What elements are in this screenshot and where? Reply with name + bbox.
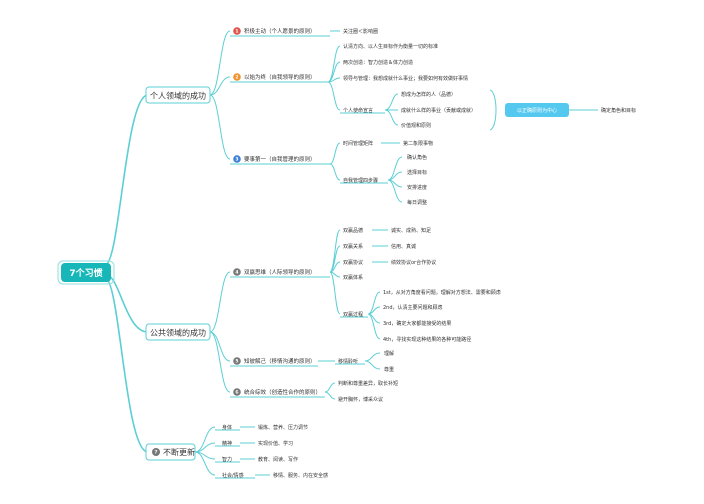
connector-personal-bracket (209, 30, 231, 160)
habit2-label: 以始为终（自我领导的原则） (244, 73, 316, 81)
root-label: 7个习惯 (69, 267, 102, 279)
mission-brace (489, 89, 497, 131)
habit3-steps-label: 自我管理四步骤 (343, 177, 378, 184)
connector-habit3-children (329, 142, 341, 181)
badge-habit6 (233, 388, 241, 396)
branch-personal-node[interactable] (145, 86, 211, 104)
habit7-item-2-detail: 实现价值、学习 (258, 440, 293, 447)
habit3-label: 要事第一（自我管理的原则） (244, 155, 316, 163)
connector-habit4-children (329, 229, 341, 315)
mission-item-2: 成就什么样的事业（贡献或成就） (401, 107, 476, 114)
habit4-item-1-detail: 诚实、成熟、知足 (391, 227, 431, 234)
connector-public-bracket (209, 271, 231, 393)
habit4-item-3: 双赢协议 (343, 259, 363, 266)
habit7-item-1-detail: 锻炼、营养、压力调节 (258, 424, 308, 431)
habit4-process-3: 3rd，确定大家都能接受的结果 (383, 320, 451, 327)
habit4-item-3-detail: 绩效协议or合作协议 (391, 259, 436, 266)
callout-center[interactable] (505, 103, 569, 117)
connector-process-steps (367, 291, 381, 340)
habit7-item-4: 社会/情感 (222, 472, 244, 479)
branch-public-label: 公共领域的成功 (150, 328, 206, 338)
habit4-item-4: 双赢体系 (343, 274, 363, 281)
connector-mission-children (384, 93, 399, 126)
callout-center-label: 以正确原则为中心 (517, 107, 557, 114)
connector-habit2-children (327, 45, 341, 111)
badge-habit5 (233, 357, 241, 365)
habit3-time: 时间管理矩阵 (343, 140, 373, 147)
badge-habit1 (233, 27, 241, 35)
habit4-item-2: 双赢关系 (343, 243, 363, 250)
habit4-process-2: 2nd，认清主要问题和顾虑 (383, 304, 443, 311)
habit3-step-2: 选择目标 (407, 169, 427, 176)
root-node[interactable] (61, 263, 111, 282)
root-node-border (57, 260, 115, 285)
branch-personal-label: 个人领域的成功 (150, 91, 206, 101)
habit1-child: 关注圈＜影响圈 (343, 28, 378, 35)
badge-habit2-num: 2 (235, 75, 238, 81)
habit4-process-label: 双赢过程 (343, 311, 363, 318)
habit4-item-2-detail: 信用、真诚 (391, 243, 416, 250)
connector-listen-children (364, 352, 381, 370)
habit2-result: 确定角色和目标 (601, 107, 636, 114)
habit6-child-1: 判断和尊重差异，取长补短 (338, 380, 398, 387)
habit5-listen: 移情聆听 (338, 358, 358, 365)
habit2-child-3: 领导与管理：我想成就什么事业；我要如何有效做好事情 (343, 75, 468, 82)
badge-habit4-num: 4 (235, 270, 238, 276)
branch-renew-node[interactable] (145, 443, 196, 461)
mission-item-1: 想成为怎样的人（品德） (401, 91, 456, 98)
habit7-item-1: 身体 (222, 424, 232, 431)
badge-habit4 (233, 268, 241, 276)
connector-steps (387, 156, 403, 203)
habit5-label: 知彼解己（移情沟通的原则） (244, 357, 316, 365)
habit5-child-2: 尊重 (384, 366, 394, 373)
habit7-item-3-detail: 教育、阅读、写作 (258, 456, 298, 463)
badge-habit3 (233, 155, 241, 163)
habit4-process-4: 4th，寻找实现这种结果的各种可能路径 (383, 336, 471, 343)
habit3-quadrant: 第二象限事物 (403, 140, 433, 147)
badge-habit2 (233, 73, 241, 81)
habit4-process-1: 1st，从对方角度看问题，理解对方想法、需要和顾虑 (383, 289, 501, 296)
badge-habit7-num: 7 (154, 450, 157, 456)
connector-renew-children (194, 426, 216, 476)
badge-habit7 (152, 448, 160, 456)
badge-habit5-num: 5 (235, 359, 238, 365)
mission-item-3: 价值观和原则 (401, 122, 431, 129)
habit7-item-3: 智力 (222, 456, 232, 463)
habit5-child-1: 理解 (384, 350, 394, 357)
habit3-step-1: 确认角色 (407, 154, 427, 161)
habit3-step-3: 安排进度 (407, 184, 427, 191)
connector-root-public (104, 273, 210, 333)
habit7-item-2: 精神 (222, 440, 232, 447)
connector-root-renew (104, 277, 195, 453)
habit3-step-4: 每日调整 (407, 199, 427, 206)
habit4-item-1: 双赢品德 (343, 227, 363, 234)
badge-habit6-num: 6 (235, 390, 238, 396)
habit7-item-4-detail: 移情、服务、内在安全感 (273, 472, 328, 479)
connector-root-personal (104, 94, 210, 266)
branch-public-node[interactable] (145, 323, 211, 341)
connector-habit6-children (324, 382, 336, 400)
habit2-child-1: 认清方向、以人生目标作为衡量一切的标准 (343, 43, 438, 50)
badge-habit3-num: 3 (235, 157, 238, 163)
habit1-label: 积极主动（个人愿景的原则） (244, 27, 316, 35)
badge-habit1-num: 1 (235, 29, 238, 35)
habit2-child-2: 两次创造：智力创造＆体力创造 (343, 59, 413, 66)
habit6-child-2: 避开胸怀，博采众议 (338, 396, 383, 403)
branch-renew-label: 不断更新 (163, 447, 195, 457)
habit4-label: 双赢思维（人际领导的原则） (244, 268, 316, 276)
habit2-child-4: 个人使命宣言 (343, 107, 373, 114)
habit6-label: 统合综效（创造性合作的原则） (244, 388, 321, 396)
